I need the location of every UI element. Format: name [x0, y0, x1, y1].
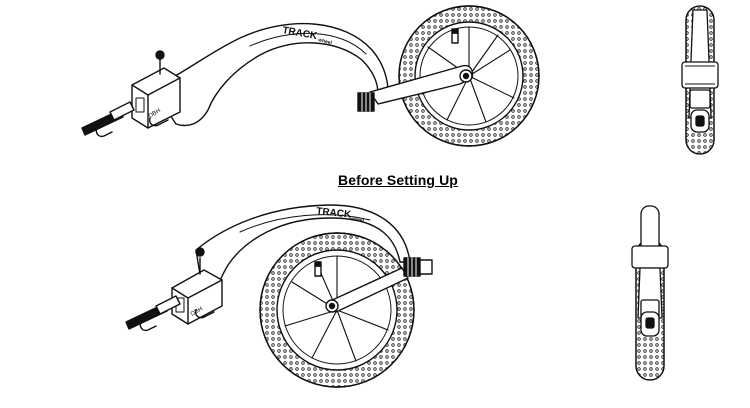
valve-stem: [451, 28, 459, 44]
wheel-front-view-after: [631, 205, 669, 381]
handle-lever: [81, 101, 169, 138]
knob-post-after: [195, 247, 205, 275]
fender-frame: [195, 204, 411, 306]
svg-text:DBH: DBH: [148, 108, 162, 120]
section-caption: Before Setting Up: [338, 172, 458, 188]
attachment-side-view-after: TRACK wheel DBH: [125, 204, 433, 388]
brand-sublabel: wheel: [317, 37, 333, 47]
arched-frame: [151, 23, 389, 127]
brand-label-after: TRACK: [316, 206, 353, 221]
axle-nut-after: [403, 257, 433, 277]
axle-nut: [357, 92, 375, 112]
clamp-block: [131, 67, 181, 129]
attachment-side-view-before: TRACK wheel DBH: [81, 5, 540, 147]
handle-lever-after: [125, 295, 215, 332]
svg-text:DBH: DBH: [190, 306, 204, 318]
knob-post: [155, 50, 165, 75]
wheel-front-view-before: [681, 5, 719, 155]
valve-stem-after: [314, 261, 322, 277]
brand-sublabel-after: wheel: [349, 216, 365, 224]
